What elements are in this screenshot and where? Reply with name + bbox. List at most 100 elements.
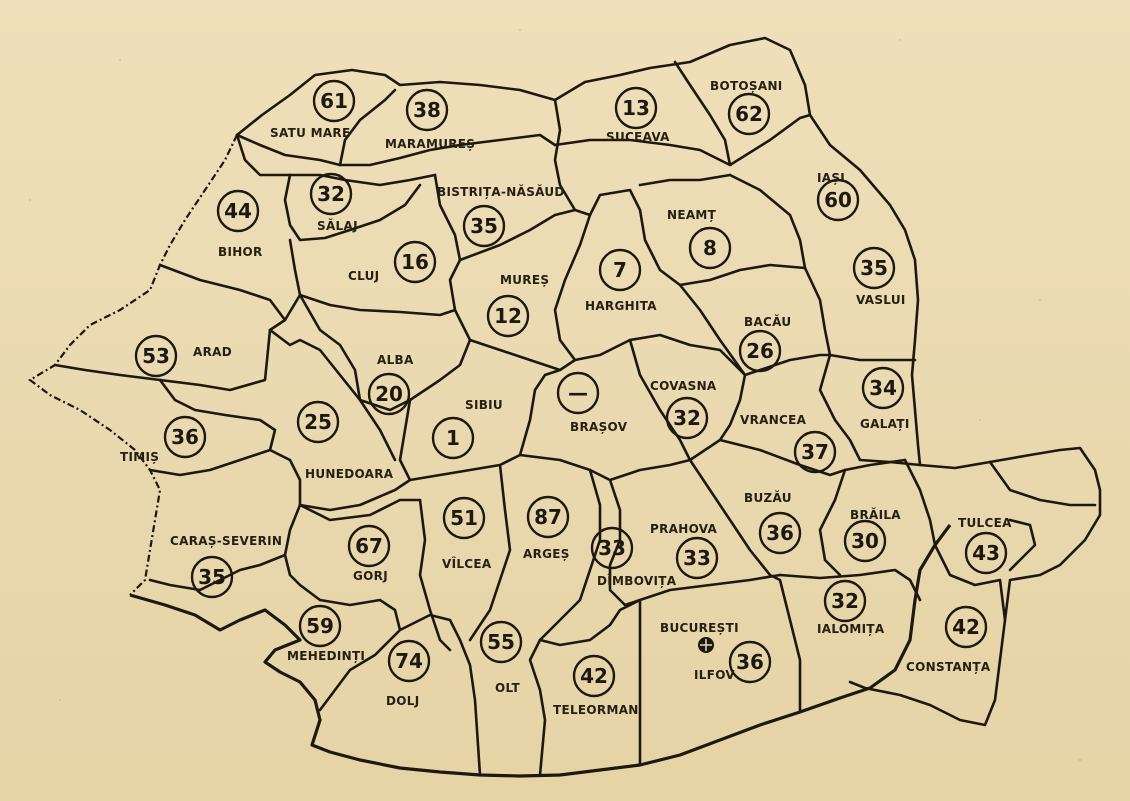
county-name-teleorman: TELEORMAN [553,703,639,717]
county-name-bihor: BIHOR [218,245,263,259]
county-number-circle-bihor [216,189,260,233]
county-number-circle-braila [843,519,887,563]
county-number-circle-constanta [944,605,988,649]
county-number-mures: 12 [494,304,522,328]
county-number-circle-salaj [309,172,353,216]
county-number-circle-mehedinti [298,604,342,648]
county-name-satu-mare: SATU MARE [270,126,350,140]
county-number-bihor: 44 [224,199,252,223]
county-name-prahova: PRAHOVA [650,522,718,536]
county-number-vrancea: 37 [801,440,829,464]
county-buzau: 36 BUZĂU [744,490,802,555]
county-number-circle-gorj [347,524,391,568]
county-name-mehedinti: MEHEDINȚI [287,649,365,663]
county-name-olt: OLT [495,681,520,695]
county-number-gorj: 67 [355,534,383,558]
county-number-circle-alba [367,372,411,416]
county-number-circle-prahova [675,536,719,580]
county-name-bistrita-nasaud: BISTRIȚA-NĂSĂUD [437,184,565,199]
county-number-prahova: 33 [683,546,711,570]
western-frontier [28,134,238,596]
county-number-circle-harghita [598,248,642,292]
county-name-alba: ALBA [377,353,414,367]
country-outline [235,36,1102,727]
county-number-maramures: 38 [413,98,441,122]
county-name-cluj: CLUJ [348,269,379,283]
county-number-ilfov: 36 [736,650,764,674]
county-number-bacau: 26 [746,339,774,363]
county-number-circle-neamt [688,226,732,270]
county-number-circle-arges [526,495,570,539]
county-number-circle-covasna [665,396,709,440]
county-number-buzau: 36 [766,521,794,545]
county-number-dimbovita: 33 [598,536,626,560]
county-name-botosani: BOTOȘANI [710,79,783,93]
county-number-mehedinti: 59 [306,614,334,638]
county-number-galati: 34 [869,376,897,400]
county-name-vaslui: VASLUI [856,293,906,307]
county-name-brasov: BRAȘOV [570,420,628,434]
county-number-circle-bistrita-nasaud [462,204,506,248]
county-number-circle-cluj [393,240,437,284]
county-name-salaj: SĂLAJ [317,218,358,233]
county-name-harghita: HARGHITA [585,299,657,313]
county-number-arad: 53 [142,344,170,368]
county-number-vaslui: 35 [860,256,888,280]
county-name-hunedoara: HUNEDOARA [305,467,394,481]
county-vrancea: 37 VRANCEA [740,413,837,474]
county-number-olt: 55 [487,630,515,654]
county-name-ialomita: IALOMIȚA [817,622,885,636]
county-braila: 30 BRĂILA [843,507,901,563]
county-number-hunedoara: 25 [304,410,332,434]
county-number-ialomita: 32 [831,589,859,613]
county-name-vilcea: VÎLCEA [442,556,492,571]
county-number-circle-dimbovita [590,526,634,570]
county-number-circle-sibiu [431,416,475,460]
county-number-neamt: 8 [703,236,717,260]
county-name-timis: TIMIȘ [120,450,159,464]
county-number-circle-galati [861,366,905,410]
county-name-vrancea: VRANCEA [740,413,807,427]
county-number-braila: 30 [851,529,879,553]
county-number-botosani: 62 [735,102,763,126]
county-name-buzau: BUZĂU [744,490,792,505]
county-name-constanta: CONSTANȚA [906,660,991,674]
county-number-caras-severin: 35 [198,565,226,589]
county-name-mures: MUREȘ [500,273,549,287]
county-name-arges: ARGEȘ [523,547,570,561]
county-name-sibiu: SIBIU [465,398,503,412]
county-mures: 12 MUREȘ [486,273,549,338]
county-name-braila: BRĂILA [850,507,901,522]
county-number-circle-caras-severin [190,555,234,599]
county-number-iasi: 60 [824,188,852,212]
county-number-teleorman: 42 [580,664,608,688]
county-number-sibiu: 1 [446,426,460,450]
county-name-gorj: GORJ [353,569,388,583]
paper-grain [28,29,1082,762]
county-number-constanta: 42 [952,615,980,639]
capital-label: BUCUREȘTI [660,621,739,635]
county-number-circle-tulcea [964,531,1008,575]
county-number-satu-mare: 61 [320,89,348,113]
county-sibiu: 1 SIBIU [431,398,503,460]
